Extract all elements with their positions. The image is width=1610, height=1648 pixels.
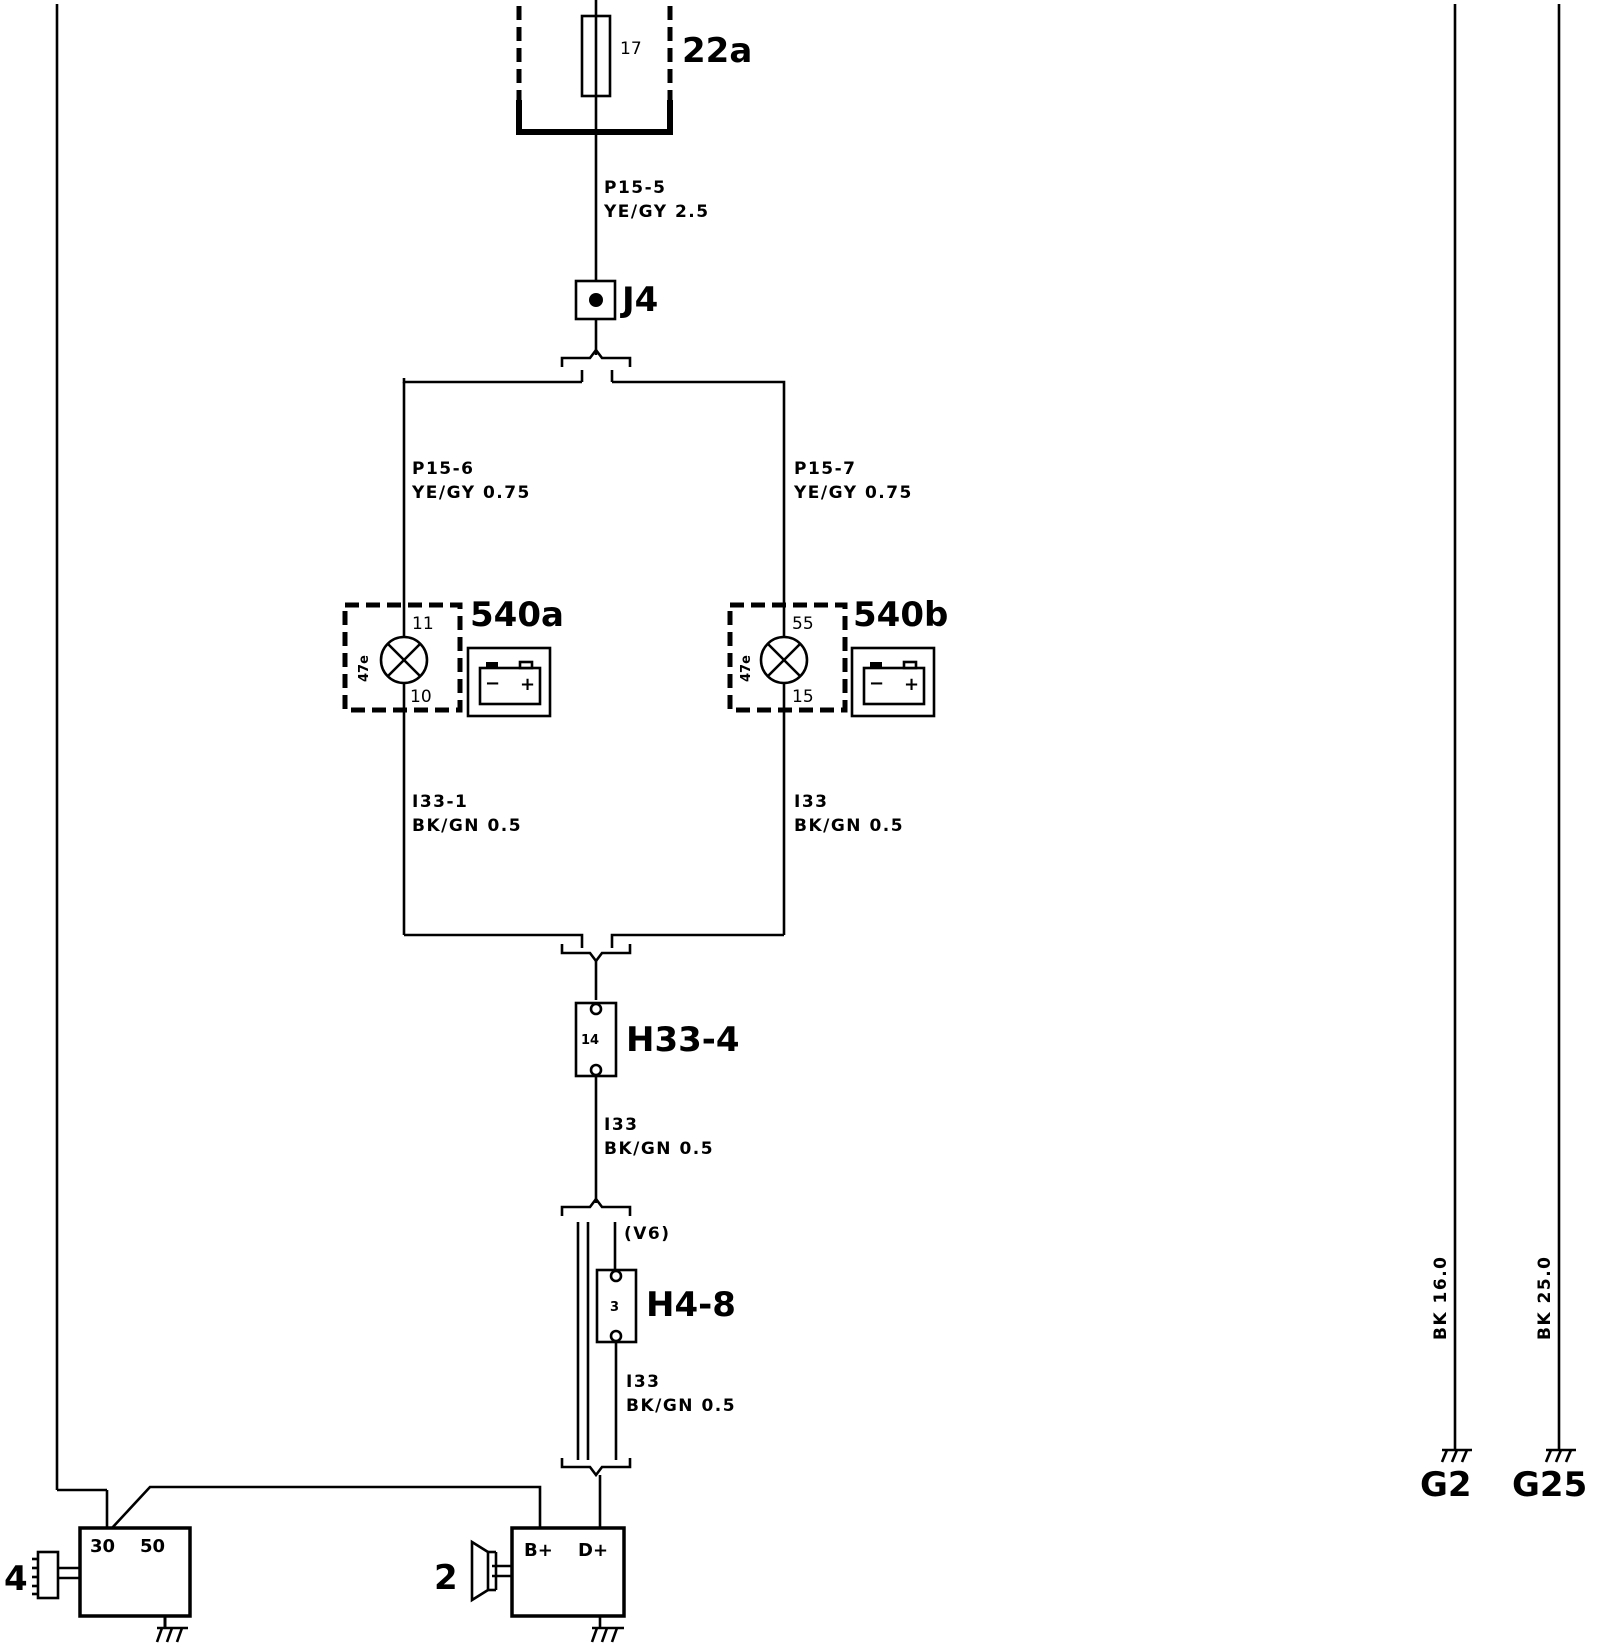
starter-terminal-50: 50 xyxy=(140,1536,165,1557)
wire-i33-1-id: I33-1 xyxy=(412,792,468,812)
lamp-a-side-code: 47e xyxy=(357,655,372,682)
wire-i33-b-spec: BK/GN 0.5 xyxy=(794,816,904,836)
connector-h33-label: H33-4 xyxy=(626,1020,740,1060)
lamp-b-pin-bottom: 15 xyxy=(792,687,814,707)
ground-g25: BK 25.0 G25 xyxy=(1512,4,1587,1505)
wire-i33-d-spec: BK/GN 0.5 xyxy=(626,1396,736,1416)
alternator-terminal-b: B+ xyxy=(524,1540,553,1561)
ground-g25-label: G25 xyxy=(1512,1465,1587,1505)
junction-label: J4 xyxy=(620,280,658,320)
fuse-label: 22a xyxy=(682,31,752,71)
merge-brace-bottom xyxy=(404,933,784,1000)
lamp-540b: 55 15 47e 540b xyxy=(727,595,948,935)
starter-gear-icon xyxy=(36,1550,60,1600)
junction-dot xyxy=(589,293,603,307)
starter-number: 4 xyxy=(4,1559,28,1599)
variant-brace xyxy=(560,1196,632,1460)
battery-indicator-icon-a: − + xyxy=(466,646,552,718)
lamp-b-label: 540b xyxy=(853,595,948,635)
ground-g2: BK 16.0 G2 xyxy=(1420,4,1472,1505)
wire-i33-d-id: I33 xyxy=(626,1372,660,1392)
wire-i33-c-id: I33 xyxy=(604,1115,638,1135)
wire-p15-7-spec: YE/GY 0.75 xyxy=(793,483,913,503)
alternator-ground-icon xyxy=(590,1616,624,1643)
wire-i33-b-id: I33 xyxy=(794,792,828,812)
connector-h4-pin: 3 xyxy=(610,1300,619,1315)
ground-g25-spec: BK 25.0 xyxy=(1535,1256,1555,1341)
starter-feed-wire xyxy=(55,4,542,1529)
variant-note: (V6) xyxy=(624,1224,671,1244)
wire-i33-c-spec: BK/GN 0.5 xyxy=(604,1139,714,1159)
starter-ground-icon xyxy=(155,1616,188,1643)
alternator: B+ D+ 2 xyxy=(434,1526,626,1618)
lamp-a-pin-bottom: 10 xyxy=(410,687,432,707)
ground-g2-label: G2 xyxy=(1420,1465,1472,1505)
wire-p15-6-id: P15-6 xyxy=(412,459,475,479)
alternator-number: 2 xyxy=(434,1558,458,1598)
lamp-b-side-code: 47e xyxy=(739,655,754,682)
battery-b-plus: + xyxy=(904,674,919,695)
lamp-a-label: 540a xyxy=(470,595,564,635)
wire-p15-6-spec: YE/GY 0.75 xyxy=(411,483,531,503)
fuse-22a: 17 22a xyxy=(516,0,752,280)
connector-h4-8: 3 H4-8 xyxy=(595,1268,736,1460)
connector-h33-4: 14 H33-4 xyxy=(574,1001,740,1203)
lamp-b-pin-top: 55 xyxy=(792,614,814,634)
ground-g2-spec: BK 16.0 xyxy=(1431,1256,1451,1341)
split-brace-top xyxy=(402,347,786,603)
lamp-540a: 11 10 47e 540a xyxy=(342,595,564,935)
wire-p15-5-spec: YE/GY 2.5 xyxy=(603,202,710,222)
lamp-a-pin-top: 11 xyxy=(412,614,434,634)
battery-indicator-icon-b: − + xyxy=(850,646,936,718)
alternator-terminal-d: D+ xyxy=(578,1540,608,1561)
connector-h4-label: H4-8 xyxy=(646,1285,736,1325)
starter-terminal-30: 30 xyxy=(90,1536,115,1557)
alternator-brace xyxy=(560,1458,632,1528)
wire-p15-5-id: P15-5 xyxy=(604,178,667,198)
alternator-pulley-icon xyxy=(470,1539,490,1603)
connector-h33-pin: 14 xyxy=(581,1033,599,1048)
battery-a-minus: − xyxy=(485,673,500,694)
battery-a-plus: + xyxy=(520,674,535,695)
fuse-number: 17 xyxy=(620,39,642,59)
wire-p15-7-id: P15-7 xyxy=(794,459,857,479)
junction-j4: J4 xyxy=(574,279,658,355)
battery-b-minus: − xyxy=(869,673,884,694)
wire-i33-1-spec: BK/GN 0.5 xyxy=(412,816,522,836)
starter-motor: 30 50 4 xyxy=(4,1526,192,1618)
